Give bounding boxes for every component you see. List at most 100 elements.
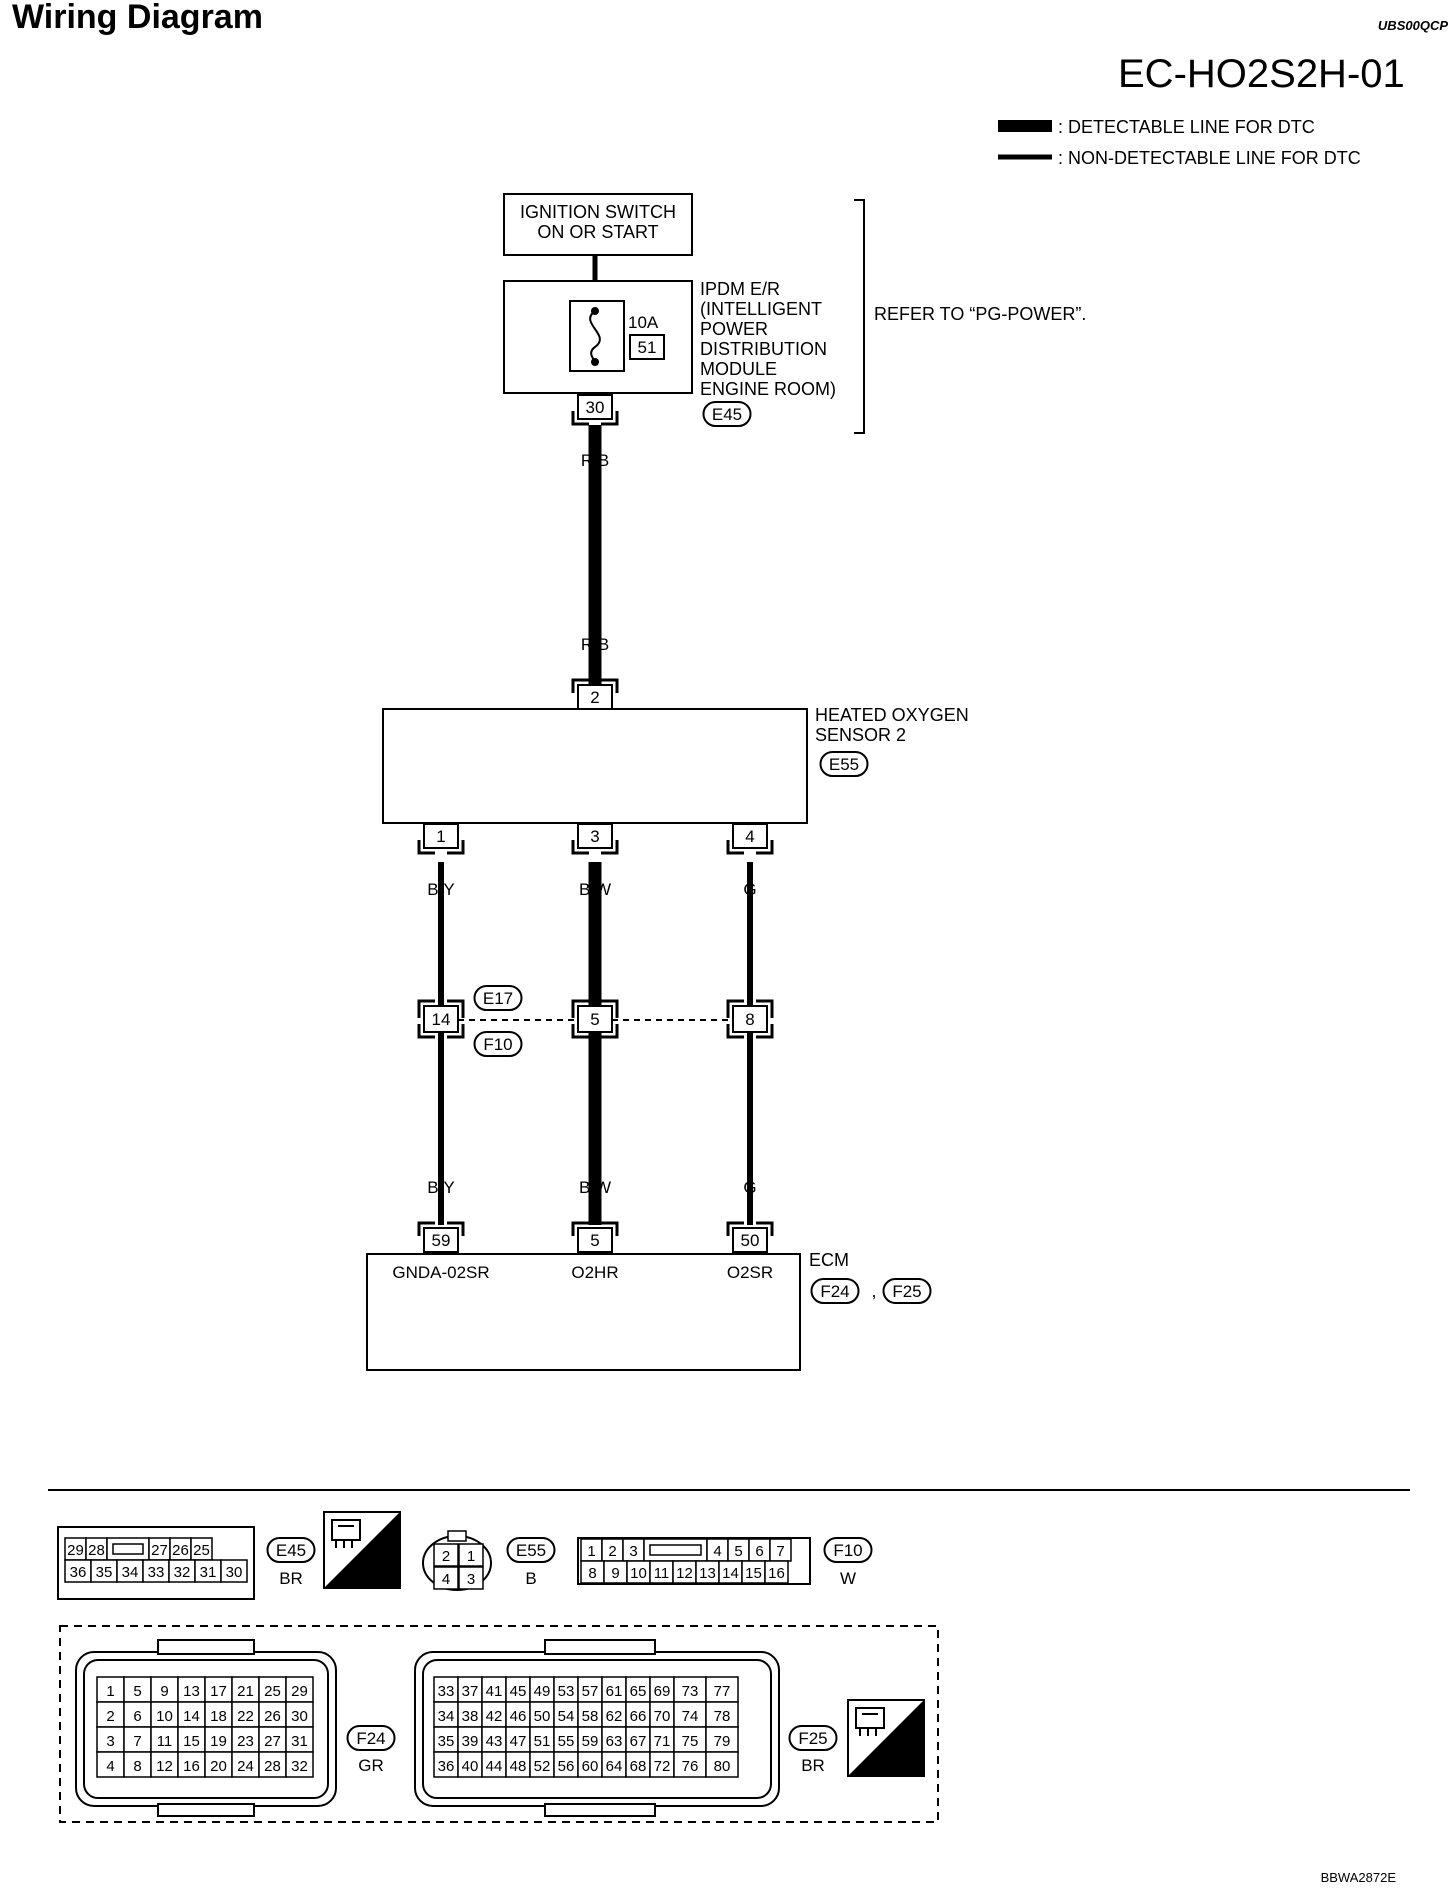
f10-pin-15: 15: [745, 1565, 762, 1582]
f24-cell-32: [285, 1751, 314, 1778]
wire-label-by-top: B/Y: [427, 880, 454, 899]
f24-pin-28: 28: [264, 1758, 281, 1775]
f25-pin-59: 59: [582, 1733, 599, 1750]
f10-pin-16: 16: [768, 1565, 785, 1582]
f25-pin-50: 50: [534, 1708, 551, 1725]
f25-pin-53: 53: [558, 1683, 575, 1700]
f24-cell-26: [258, 1701, 287, 1728]
ecm-connector-f25: F25: [892, 1282, 921, 1301]
f25-pin-71: 71: [654, 1733, 671, 1750]
ipdm-label-2: (INTELLIGENT: [700, 299, 822, 319]
figure-code: BBWA2872E: [1321, 1870, 1397, 1885]
f24-cell-13: [177, 1676, 206, 1703]
fuse-rating: 10A: [628, 313, 659, 332]
sensor-terminal-2-box: [577, 684, 613, 710]
sensor-terminal-4-box: [732, 823, 768, 849]
sensor-terminal-4: 4: [745, 827, 754, 846]
e45-pin-29: 29: [67, 1542, 84, 1559]
wire-label-bw-top: B/W: [579, 880, 611, 899]
ecm-terminal-5-bracket-r: [601, 1221, 619, 1236]
ecm-connector-f25-outline: [882, 1278, 932, 1304]
ipdm-connector-outline: [702, 401, 752, 427]
ecm-terminal-5: 5: [590, 1231, 599, 1250]
ecm-terminal-50-bracket-r: [756, 1221, 774, 1236]
f25-pin-43: 43: [486, 1733, 503, 1750]
sensor-connector-outline: [819, 751, 869, 777]
f25-hs-icon-connector-pins: [859, 1713, 878, 1736]
sensor-terminal-2-bracket-r: [601, 678, 619, 693]
f24-pin-32: 32: [291, 1758, 308, 1775]
junction-terminal-8: 8: [745, 1010, 754, 1029]
f25-pin-79: 79: [714, 1733, 731, 1750]
e55-pin-1: 1: [467, 1548, 475, 1565]
f24-cell-1: [96, 1676, 125, 1703]
f10-key-slot: [649, 1544, 702, 1556]
junction-terminal-5-bracket-bot-r: [601, 1024, 619, 1039]
f25-cell-38: [457, 1701, 483, 1728]
f25-code-outline: [788, 1725, 838, 1751]
junction-terminal-8-box: [732, 1005, 768, 1033]
f24-pin-26: 26: [264, 1708, 281, 1725]
f24-pin-15: 15: [183, 1733, 200, 1750]
f25-pin-60: 60: [582, 1758, 599, 1775]
f25-pin-62: 62: [606, 1708, 623, 1725]
junction-terminal-8-bracket-top-r: [756, 999, 774, 1018]
f24-pin-21: 21: [237, 1683, 254, 1700]
f25-cell-57: [577, 1676, 603, 1703]
e45-code: E45: [276, 1541, 306, 1560]
f24-housing-inner: [83, 1659, 329, 1799]
f25-pin-77: 77: [714, 1683, 731, 1700]
junction-terminal-5: 5: [590, 1010, 599, 1029]
f25-cell-47: [505, 1726, 531, 1753]
f24-cell-14: [177, 1701, 206, 1728]
f25-cell-80: [705, 1751, 739, 1778]
f25-pin-78: 78: [714, 1708, 731, 1725]
f25-housing-inner: [422, 1659, 772, 1799]
f10-pin-5: 5: [734, 1543, 742, 1560]
f25-pin-80: 80: [714, 1758, 731, 1775]
refer-bracket: [854, 199, 865, 434]
f24-pin-19: 19: [210, 1733, 227, 1750]
f25-pin-33: 33: [438, 1683, 455, 1700]
ecm-label: ECM: [809, 1250, 849, 1270]
f25-pin-39: 39: [462, 1733, 479, 1750]
f25-cell-71: [649, 1726, 675, 1753]
f24-code-outline: [346, 1725, 396, 1751]
f25-pin-49: 49: [534, 1683, 551, 1700]
f24-code: F24: [356, 1729, 385, 1748]
f25-pin-42: 42: [486, 1708, 503, 1725]
f25-color: BR: [801, 1756, 825, 1775]
e55-pin-2: 2: [442, 1548, 450, 1565]
f25-pin-69: 69: [654, 1683, 671, 1700]
f24-cell-16: [177, 1751, 206, 1778]
f25-hs-icon-fill: [848, 1700, 924, 1776]
f25-latch-top: [544, 1639, 656, 1655]
f25-pin-48: 48: [510, 1758, 527, 1775]
sensor-terminal-3-bracket-l: [571, 840, 589, 855]
f25-pin-66: 66: [630, 1708, 647, 1725]
e55-code: E55: [516, 1541, 546, 1560]
f10-pin-1: 1: [587, 1543, 595, 1560]
ecm-terminal-59-bracket-r: [447, 1221, 465, 1236]
f25-pin-38: 38: [462, 1708, 479, 1725]
e45-code-outline: [266, 1537, 316, 1563]
fuse-contact-top: [591, 307, 599, 315]
f25-pin-54: 54: [558, 1708, 575, 1725]
f25-cell-66: [625, 1701, 651, 1728]
f24-pin-22: 22: [237, 1708, 254, 1725]
sensor-terminal-3-bracket-r: [601, 840, 619, 855]
f24-pin-30: 30: [291, 1708, 308, 1725]
f25-pin-47: 47: [510, 1733, 527, 1750]
e55-cell-4: [433, 1566, 459, 1590]
ecm-terminal-59: 59: [432, 1231, 451, 1250]
e45-pin-36: 36: [70, 1564, 87, 1581]
ipdm-label-6: ENGINE ROOM): [700, 379, 836, 399]
f25-pin-41: 41: [486, 1683, 503, 1700]
f24-pin-31: 31: [291, 1733, 308, 1750]
f25-cell-60: [577, 1751, 603, 1778]
e45-pin-28: 28: [88, 1542, 105, 1559]
f24-pin-1: 1: [106, 1683, 114, 1700]
diagram-code: EC-HO2S2H-01: [1118, 52, 1405, 96]
f25-pin-68: 68: [630, 1758, 647, 1775]
